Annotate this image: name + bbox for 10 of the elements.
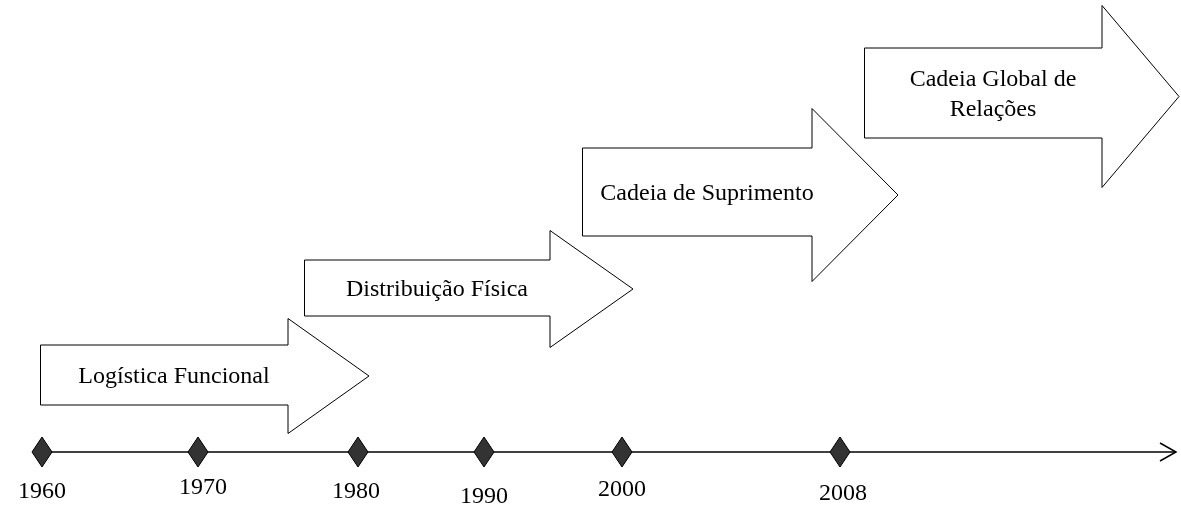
stage-label: Cadeia Global de Relações bbox=[908, 64, 1078, 123]
year-label: 2000 bbox=[598, 476, 646, 500]
year-label: 1990 bbox=[460, 483, 508, 507]
stage-label: Cadeia de Suprimento bbox=[599, 178, 815, 207]
stage-label: Distribuição Física bbox=[345, 274, 529, 303]
year-label: 1970 bbox=[179, 474, 227, 498]
year-label: 2008 bbox=[819, 480, 867, 504]
year-label: 1980 bbox=[332, 478, 380, 502]
stage-label: Logística Funcional bbox=[77, 361, 271, 390]
year-label: 1960 bbox=[18, 478, 66, 502]
